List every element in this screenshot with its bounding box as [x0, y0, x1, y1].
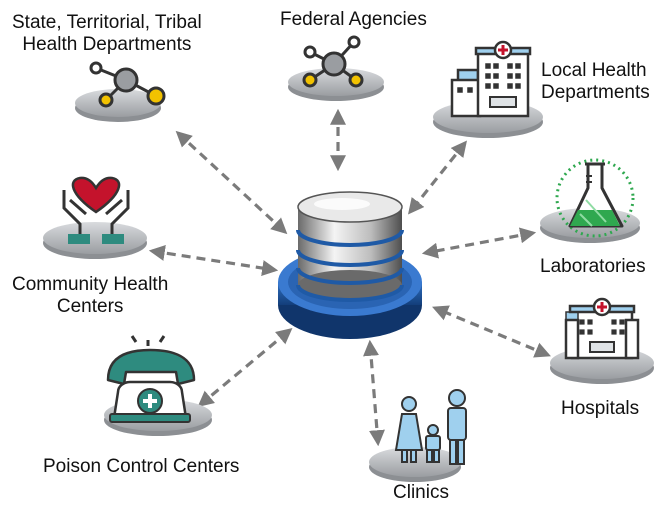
telephone-icon — [106, 335, 196, 423]
node-label-line: Hospitals — [561, 398, 640, 419]
node-label-line: Community Health — [12, 274, 169, 295]
arrow-hospitals — [432, 305, 551, 358]
node-label-federal: Federal Agencies — [280, 9, 427, 31]
node-label-line: Laboratories — [540, 256, 646, 277]
arrow-labs — [421, 227, 537, 259]
node-label-line: Centers — [56, 296, 124, 317]
node-label-state: State, Territorial, Tribal Health Depart… — [12, 12, 202, 56]
node-label-line: Poison Control Centers — [43, 456, 240, 477]
flask-icon — [555, 158, 635, 238]
pedestal-state — [75, 89, 161, 122]
network-icon-federal — [302, 35, 364, 88]
arrow-clinics — [363, 339, 385, 447]
node-label-clinics: Clinics — [393, 482, 449, 504]
node-label-line: Clinics — [393, 482, 449, 503]
node-label-line: Health Departments — [22, 34, 192, 55]
arrow-community — [148, 245, 279, 276]
node-label-line: Departments — [541, 82, 650, 103]
arrow-local — [408, 140, 467, 215]
database-icon — [278, 191, 422, 339]
node-label-local: Local Health Departments — [541, 60, 650, 104]
family-icon — [394, 389, 467, 465]
node-label-hospitals: Hospitals — [561, 398, 639, 420]
building-icon-local — [450, 40, 532, 118]
node-label-line: State, Territorial, Tribal — [12, 12, 202, 33]
node-label-poison: Poison Control Centers — [43, 456, 239, 478]
hands-heart-icon — [62, 176, 130, 244]
network-icon-state — [89, 61, 166, 108]
connector-arrows — [148, 108, 551, 447]
node-label-labs: Laboratories — [540, 256, 646, 278]
hospital-icon — [564, 297, 640, 360]
arrow-state — [175, 130, 288, 235]
pedestal-community — [43, 222, 147, 259]
node-label-line: Federal Agencies — [280, 9, 427, 30]
arrow-poison — [197, 327, 293, 408]
node-label-line: Local Health — [541, 60, 647, 81]
node-label-community: Community Health Centers — [12, 274, 168, 318]
